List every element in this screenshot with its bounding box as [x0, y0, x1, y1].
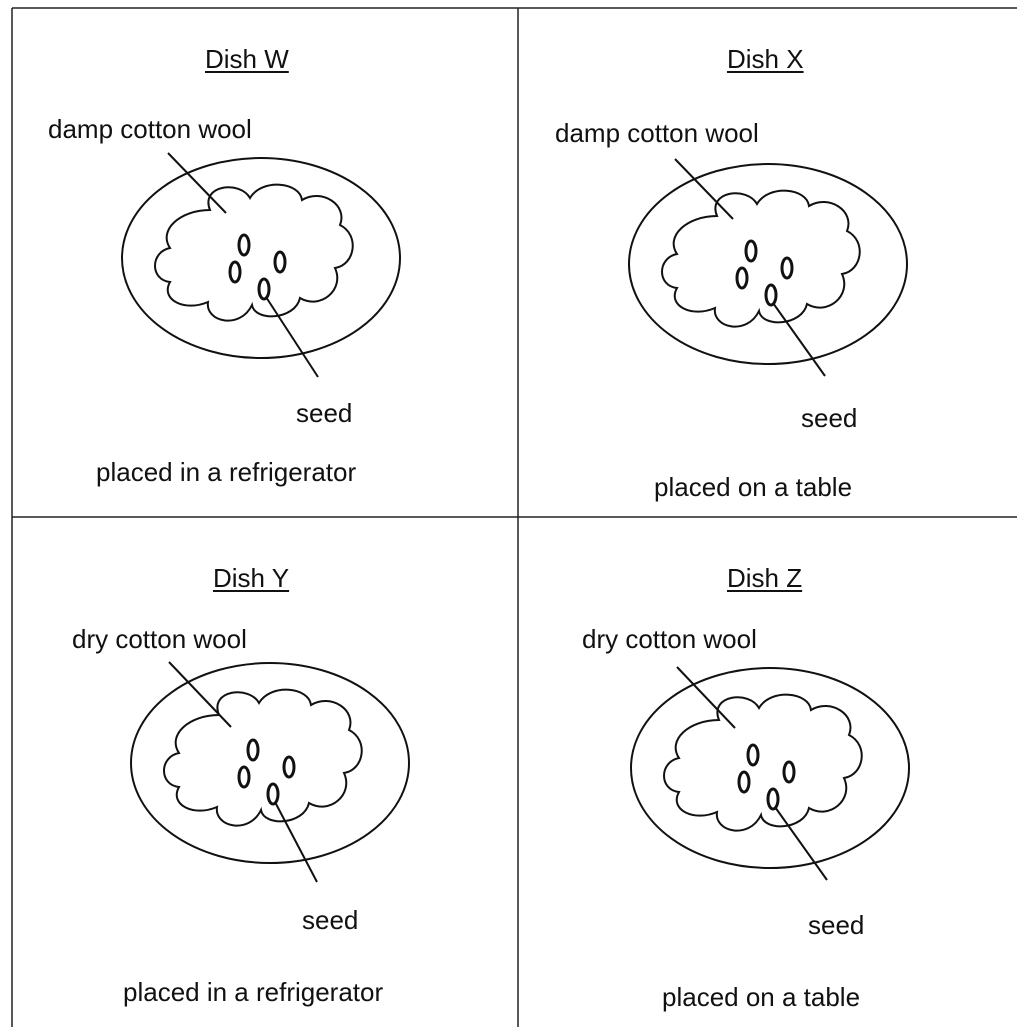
- dish-w-cotton-label: damp cotton wool: [48, 114, 252, 144]
- seed: [228, 260, 242, 284]
- dish-z-seed-label: seed: [808, 910, 865, 940]
- seed: [282, 755, 296, 779]
- dish-z-title: Dish Z: [727, 563, 803, 593]
- seed: [735, 266, 749, 290]
- seed: [737, 770, 751, 794]
- petri-dish: [630, 667, 910, 869]
- seed: [237, 765, 251, 789]
- seed: [746, 743, 760, 767]
- dish-w-art: [121, 152, 401, 378]
- seed: [273, 250, 287, 274]
- petri-dish: [121, 157, 401, 359]
- dish-x-illustration: [628, 158, 908, 377]
- dish-y-title: Dish Y: [213, 563, 290, 593]
- seed: [266, 782, 280, 806]
- dish-w-placement: placed in a refrigerator: [96, 457, 357, 487]
- seed: [237, 233, 251, 257]
- seed: [744, 239, 758, 263]
- cotton-wool: [154, 183, 354, 322]
- dish-x-placement: placed on a table: [654, 472, 853, 502]
- cotton-wool: [663, 693, 863, 832]
- dish-x-cotton-label: damp cotton wool: [555, 118, 759, 148]
- seed: [766, 787, 780, 811]
- dish-x-seed-label: seed: [801, 403, 858, 433]
- seed-pointer-line: [265, 296, 319, 378]
- cotton-pointer-line: [676, 666, 736, 729]
- dish-z-illustration: [630, 666, 910, 881]
- dish-y-seed-label: seed: [302, 905, 359, 935]
- cotton-pointer-line: [674, 158, 734, 220]
- seed: [257, 277, 271, 301]
- dish-x-art: [628, 158, 908, 377]
- dish-x-title: Dish X: [727, 44, 804, 74]
- dish-y-illustration: [130, 661, 410, 883]
- dish-w-title: Dish W: [205, 44, 289, 74]
- cotton-wool: [661, 189, 861, 328]
- dish-z-art: [630, 666, 910, 881]
- dish-w-illustration: [121, 152, 401, 378]
- cotton-wool: [163, 688, 363, 827]
- dish-z-placement: placed on a table: [662, 982, 861, 1012]
- cotton-pointer-line: [168, 661, 232, 728]
- petri-dish: [628, 163, 908, 365]
- dish-y-placement: placed in a refrigerator: [123, 977, 384, 1007]
- dish-y-art: [130, 661, 410, 883]
- seed-pointer-line: [774, 806, 828, 881]
- petri-dish: [130, 662, 410, 864]
- dish-z-cotton-label: dry cotton wool: [582, 624, 757, 654]
- seed: [782, 760, 796, 784]
- dish-w-seed-label: seed: [296, 398, 353, 428]
- dish-y-cotton-label: dry cotton wool: [72, 624, 247, 654]
- seed-pointer-line: [772, 302, 826, 377]
- seed: [780, 256, 794, 280]
- seed: [246, 738, 260, 762]
- cotton-pointer-line: [167, 152, 227, 214]
- seed-pointer-line: [274, 801, 318, 883]
- seed: [764, 283, 778, 307]
